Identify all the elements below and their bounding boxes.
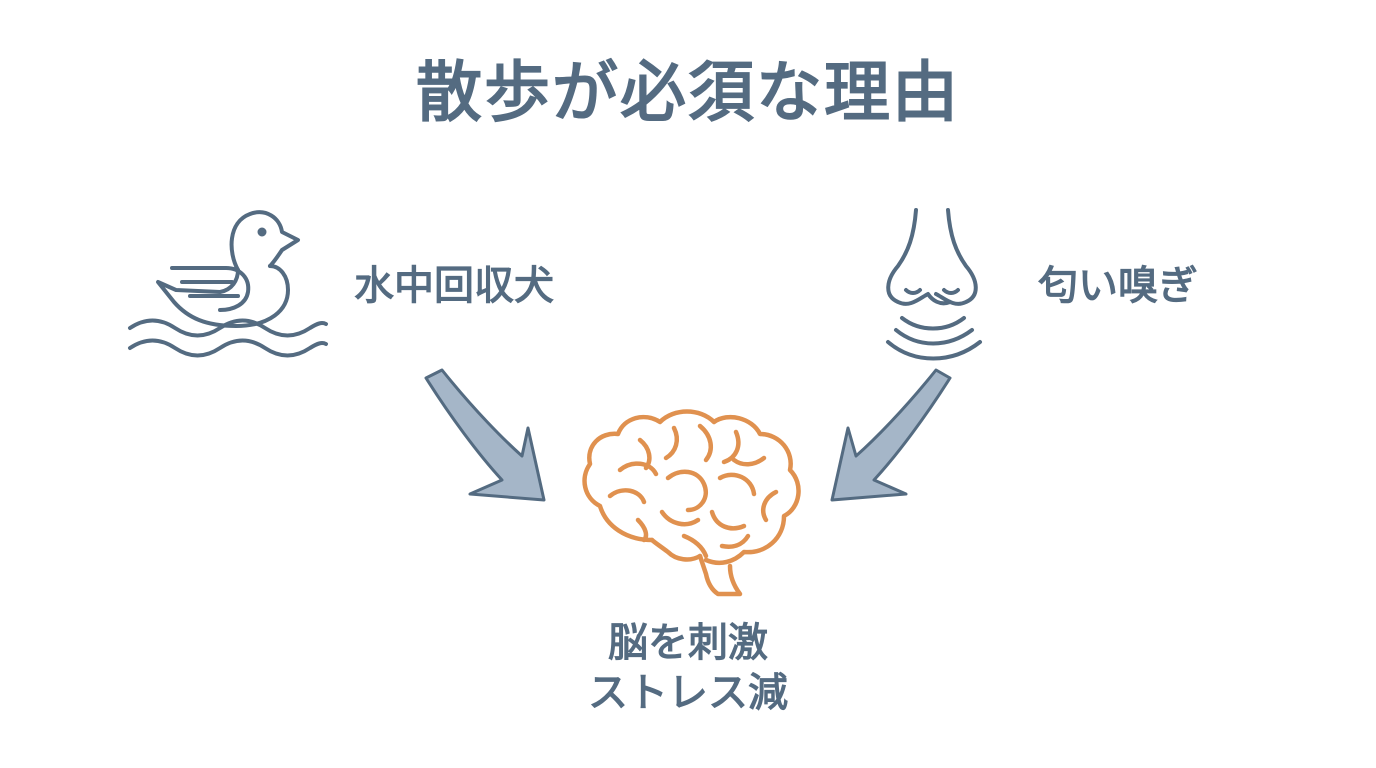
right-arrow <box>830 368 952 502</box>
left-node-label: 水中回収犬 <box>354 263 554 309</box>
right-node-label: 匂い嗅ぎ <box>1038 263 1198 309</box>
center-node-caption: 脳を刺激 ストレス減 <box>0 618 1376 718</box>
nose-icon <box>886 208 982 361</box>
page-title: 散歩が必須な理由 <box>416 54 960 131</box>
brain-icon <box>582 409 801 597</box>
center-caption-line2: ストレス減 <box>588 670 788 716</box>
center-caption-line1: 脳を刺激 <box>608 620 768 666</box>
left-arrow <box>424 368 546 502</box>
duck-icon <box>128 210 328 358</box>
